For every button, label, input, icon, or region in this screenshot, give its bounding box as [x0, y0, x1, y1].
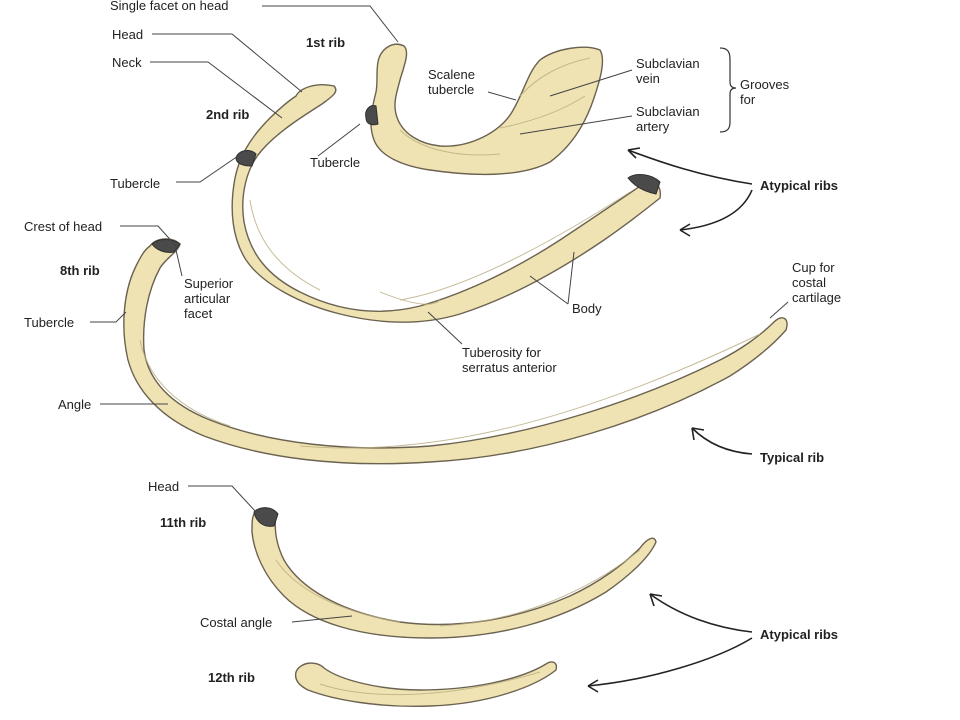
label-11th-rib: 11th rib	[160, 515, 207, 530]
label-tubercle-rib1: Tubercle	[310, 155, 361, 170]
label-head-bottom: Head	[148, 479, 180, 494]
grooves-brace	[719, 47, 737, 133]
label-angle: Angle	[58, 397, 92, 412]
label-tuberosity-serratus-anterior: Tuberosity for serratus anterior	[462, 345, 557, 375]
second-rib	[231, 84, 661, 323]
eleventh-rib	[251, 507, 657, 639]
eighth-rib	[123, 238, 788, 465]
label-scalene-tubercle: Scalene tubercle	[428, 67, 475, 97]
label-single-facet-on-head: Single facet on head	[110, 0, 229, 13]
first-rib	[365, 43, 604, 176]
label-atypical-ribs-top: Atypical ribs	[760, 178, 839, 193]
label-tubercle-rib2: Tubercle	[110, 176, 161, 191]
label-8th-rib: 8th rib	[60, 263, 100, 278]
label-2nd-rib: 2nd rib	[206, 107, 250, 122]
label-tubercle-rib8: Tubercle	[24, 315, 75, 330]
label-1st-rib: 1st rib	[306, 35, 346, 50]
label-neck: Neck	[112, 55, 142, 70]
rib2-tubercle-mark	[235, 150, 257, 167]
label-cup-for-costal-cartilage: Cup for costal cartilage	[792, 260, 842, 305]
label-crest-of-head: Crest of head	[24, 219, 103, 234]
label-subclavian-vein: Subclavian vein	[636, 56, 700, 86]
label-12th-rib: 12th rib	[208, 670, 255, 685]
rib11-head-mark	[253, 507, 279, 527]
label-body: Body	[572, 301, 602, 316]
label-subclavian-artery: Subclavian artery	[636, 104, 700, 134]
label-superior-articular-facet: Superior articular facet	[184, 276, 234, 321]
label-typical-rib: Typical rib	[760, 450, 825, 465]
twelfth-rib	[294, 661, 558, 707]
pointer-arrows	[587, 147, 753, 693]
label-atypical-ribs-bottom: Atypical ribs	[760, 627, 839, 642]
label-costal-angle: Costal angle	[200, 615, 273, 630]
rib1-tubercle-mark	[365, 105, 379, 126]
label-grooves-for: Grooves for	[740, 77, 790, 107]
label-head-top: Head	[112, 27, 144, 42]
leader-lines	[90, 5, 789, 623]
rib2-end-mark	[627, 174, 661, 195]
